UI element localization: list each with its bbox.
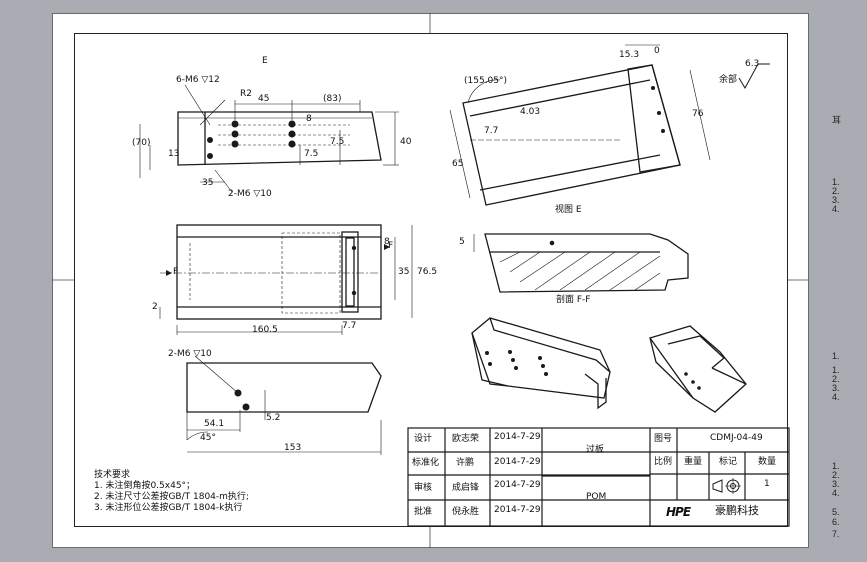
tb-material: POM [586, 492, 607, 502]
dim-7-5-a: 7.5 [304, 149, 319, 159]
dim-15-3: 15.3 [619, 50, 640, 60]
title-block-grid [407, 427, 790, 527]
tb-design-date: 2014-7-29 [494, 432, 541, 442]
tb-approve-label: 批准 [414, 507, 433, 517]
notes-line-1: 1. 未注倒角按0.5x45°； [94, 481, 196, 491]
side-note-16: 7. [832, 529, 840, 539]
dim-45-degree: 45° [200, 433, 216, 443]
tb-drawing-no-label: 图号 [654, 434, 673, 444]
dim-65: 65 [452, 159, 464, 169]
bottom-view [186, 362, 382, 413]
notes-line-3: 3. 未注形位公差按GB/T 1804-k执行 [94, 503, 243, 513]
side-note-3: 3. [832, 195, 840, 205]
tb-weight-label: 重量 [684, 457, 703, 467]
side-note-14: 5. [832, 507, 840, 517]
dim-35-top: 35 [398, 267, 410, 277]
dim-8-top: 8 [384, 237, 390, 247]
side-note-13: 4. [832, 488, 840, 498]
side-note-5: 1. [832, 351, 840, 361]
section-ff [484, 233, 689, 293]
company-logo: HPE [666, 505, 691, 519]
side-note-12: 3. [832, 479, 840, 489]
tb-std-label: 标准化 [412, 458, 440, 468]
side-note-11: 2. [832, 470, 840, 480]
tb-approve-date: 2014-7-29 [494, 505, 541, 515]
tb-mark-label: 标记 [719, 457, 738, 467]
surface-roughness-value: 6.3 [745, 59, 760, 69]
side-note-15: 6. [832, 517, 840, 527]
tb-design-label: 设计 [414, 434, 433, 444]
isometric-view-1 [471, 317, 611, 410]
side-note-9: 4. [832, 392, 840, 402]
dim-7-7: 7.7 [342, 321, 357, 331]
isometric-view-2 [648, 325, 747, 413]
tb-design-name: 欧志荣 [452, 434, 480, 444]
dim-83: (83) [323, 94, 342, 104]
tb-std-date: 2014-7-29 [494, 457, 541, 467]
section-mark-f-left: F [173, 267, 179, 277]
tb-qty: 1 [764, 479, 770, 489]
side-note-10: 1. [832, 461, 840, 471]
dim-35: 35 [202, 178, 214, 188]
side-note-2: 2. [832, 186, 840, 196]
drawing-sheet [52, 13, 809, 548]
dim-160-5: 160.5 [252, 325, 278, 335]
tb-drawing-no: CDMJ-04-49 [710, 433, 763, 443]
side-note-1: 1. [832, 177, 840, 187]
dim-13: 13 [168, 149, 180, 159]
dim-5: 5 [459, 237, 465, 247]
side-note-6: 1. [832, 365, 840, 375]
notes-heading: 技术要求 [94, 470, 131, 480]
side-note-0: 耳 [832, 115, 842, 125]
dim-2: 2 [152, 302, 158, 312]
dim-45: 45 [258, 94, 270, 104]
tb-std-name: 许鹏 [456, 458, 475, 468]
tb-qty-label: 数量 [758, 457, 777, 467]
dim-54-1: 54.1 [204, 419, 225, 429]
dim-5-2: 5.2 [266, 413, 281, 423]
dim-70: (70) [132, 138, 151, 148]
dim-r2: R2 [240, 89, 252, 99]
dim-view-arrow-e: E [262, 56, 268, 66]
dim-7-5-b: 7.5 [330, 137, 345, 147]
dim-2m6-callout: 2-M6 ▽10 [228, 189, 272, 199]
surface-roughness-rest: 余部 [719, 75, 738, 85]
side-note-8: 3. [832, 383, 840, 393]
dim-155-05-degree: (155.05°) [464, 76, 508, 86]
section-mark-f-right: F [388, 241, 394, 251]
tb-approve-name: 倪永胜 [452, 507, 480, 517]
view-label-e: 视图 E [555, 205, 582, 215]
top-view [176, 224, 382, 320]
dim-hole-callout: 6-M6 ▽12 [176, 75, 220, 85]
dim-76-5: 76.5 [417, 267, 438, 277]
tb-review-label: 审核 [414, 483, 433, 493]
dim-153: 153 [284, 443, 302, 453]
tb-part-name: 过板 [586, 445, 605, 455]
front-view [177, 111, 382, 166]
side-note-7: 2. [832, 374, 840, 384]
side-note-4: 4. [832, 204, 840, 214]
tb-scale-label: 比例 [654, 457, 673, 467]
dim-4-03: 4.03 [520, 107, 541, 117]
dim-0: 0 [654, 46, 660, 56]
dim-2m6-callout-bottom: 2-M6 ▽10 [168, 349, 212, 359]
dim-76: 76 [692, 109, 704, 119]
dim-7-7-e: 7.7 [484, 126, 499, 136]
notes-line-2: 2. 未注尺寸公差按GB/T 1804-m执行; [94, 492, 249, 502]
tb-review-name: 成启锋 [452, 483, 480, 493]
dim-8: 8 [306, 114, 312, 124]
tb-company: 豪鹏科技 [715, 504, 759, 517]
dim-40: 40 [400, 137, 412, 147]
view-label-section-ff: 剖面 F-F [556, 295, 591, 305]
view-e [462, 64, 681, 206]
tb-review-date: 2014-7-29 [494, 480, 541, 490]
